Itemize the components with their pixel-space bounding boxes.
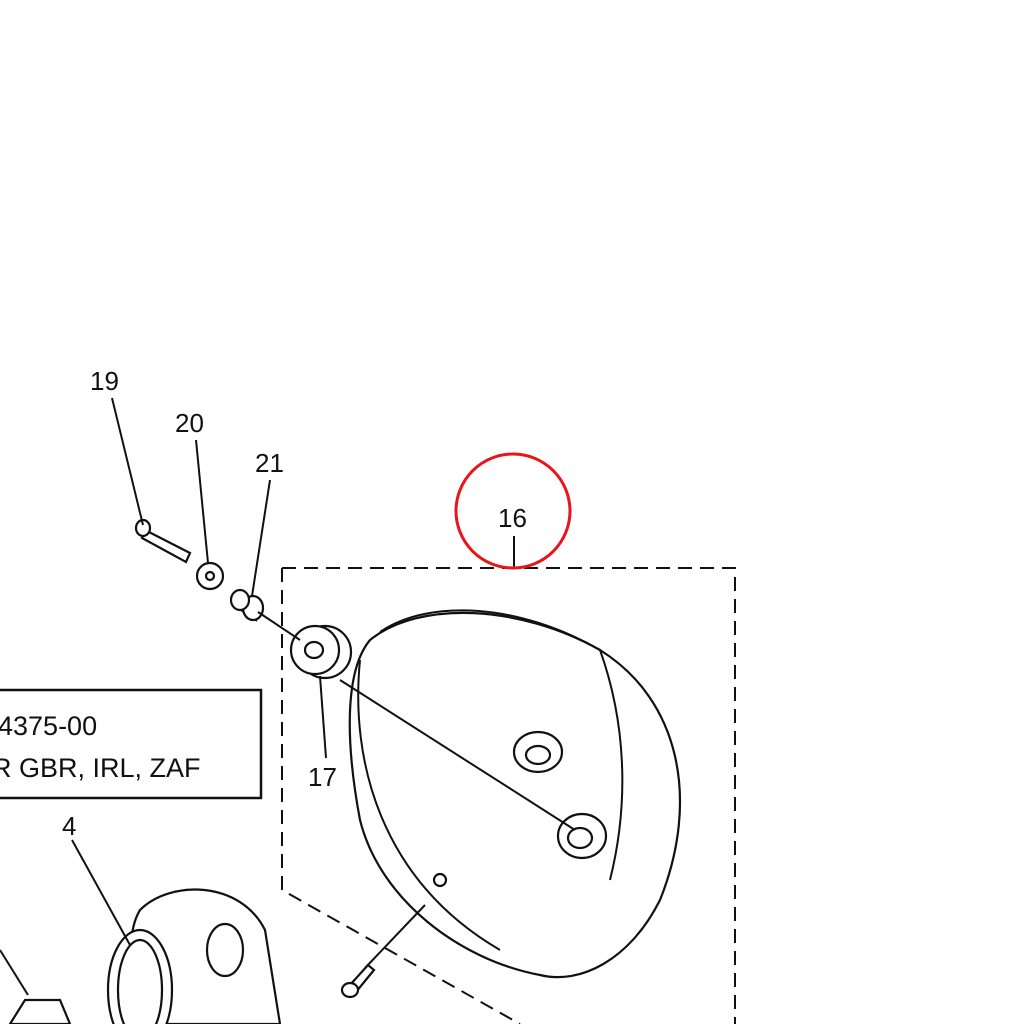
- bulb-socket-part[interactable]: [8, 998, 72, 1024]
- note-line-1: 4375-00: [0, 711, 97, 741]
- assembly-dashed-outline: [281, 567, 736, 1024]
- collar-part-21[interactable]: [229, 588, 265, 622]
- callout-17: 17: [308, 762, 337, 792]
- leader-17: [319, 675, 327, 759]
- callout-21: 21: [255, 448, 284, 478]
- leader-bottom-left: [0, 949, 29, 996]
- alignment-line: [257, 611, 576, 831]
- callout-16: 16: [498, 503, 527, 533]
- callout-20: 20: [175, 408, 204, 438]
- leader-21: [251, 479, 271, 597]
- leader-19: [111, 397, 144, 526]
- headlight-body-part-4[interactable]: [106, 888, 282, 1024]
- grommet-part-17[interactable]: [289, 624, 353, 680]
- callout-19: 19: [90, 366, 119, 396]
- bolt-part-19[interactable]: [134, 518, 192, 564]
- headlight-housing-part[interactable]: [348, 609, 682, 979]
- note-line-2: R GBR, IRL, ZAF: [0, 753, 201, 783]
- leader-20: [195, 439, 209, 564]
- callout-4: 4: [62, 811, 76, 841]
- screw-part[interactable]: [340, 963, 376, 999]
- leader-4: [71, 839, 131, 946]
- highlight-circle: [454, 452, 572, 570]
- washer-part-20[interactable]: [195, 561, 225, 591]
- leader-screw: [364, 904, 426, 969]
- note-box: 4375-00 R GBR, IRL, ZAF: [0, 688, 263, 800]
